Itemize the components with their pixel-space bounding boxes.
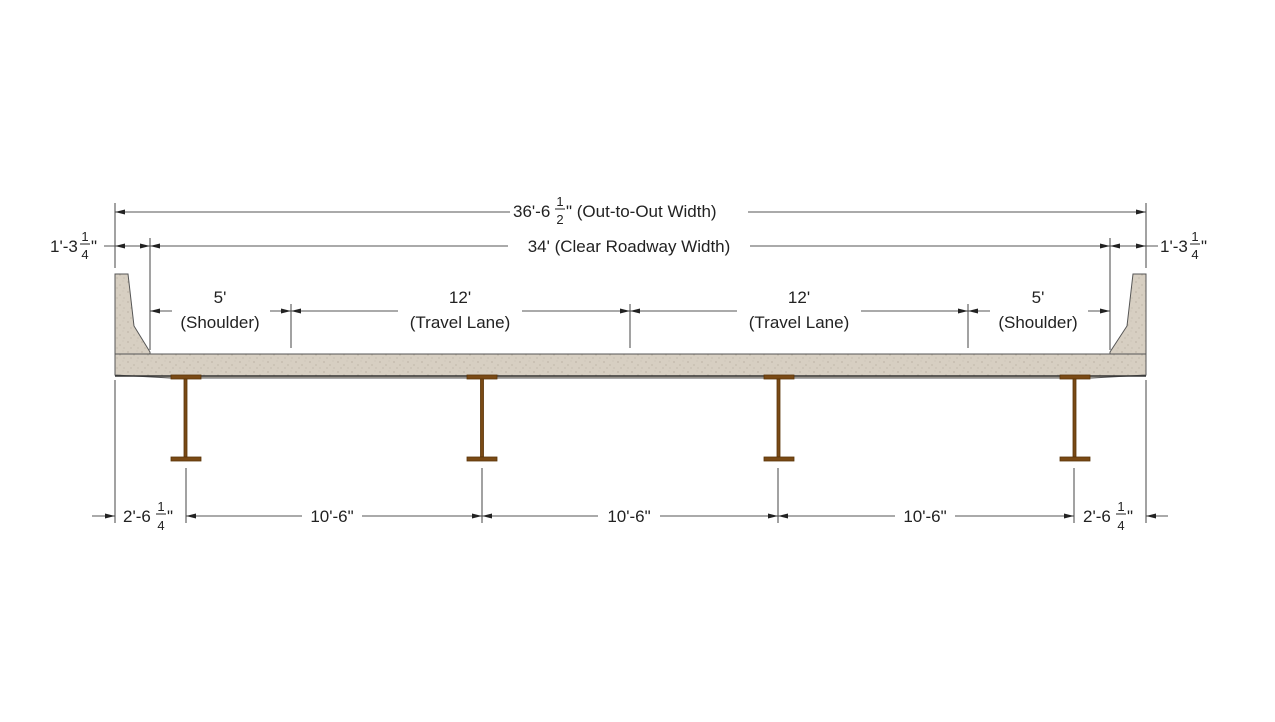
lane-travel-1: 12' (Travel Lane) (291, 288, 630, 332)
left-barrier-width-label: 1'-3 1 4 " (50, 229, 97, 262)
steel-girders (170, 374, 1091, 462)
lane-width: 12' (788, 288, 810, 307)
svg-text:4: 4 (1117, 518, 1124, 533)
out-to-out-suffix: " (Out-to-Out Width) (566, 202, 717, 221)
svg-text:4: 4 (157, 518, 164, 533)
lane-name: (Shoulder) (180, 313, 259, 332)
girder-2 (466, 374, 498, 462)
svg-text:2'-6: 2'-6 (1083, 507, 1111, 526)
svg-text:4: 4 (81, 247, 88, 262)
svg-text:2'-6: 2'-6 (123, 507, 151, 526)
svg-text:1: 1 (81, 229, 88, 244)
lane-right-shoulder: 5' (Shoulder) (968, 288, 1110, 332)
clear-roadway-width-label: 34' (Clear Roadway Width) (528, 237, 731, 256)
spacing-label: 10'-6" (607, 507, 650, 526)
left-overhang-label: 2'-6 1 4 " (123, 499, 173, 533)
right-overhang-label: 2'-6 1 4 " (1083, 499, 1133, 533)
clear-roadway-dimension: 34' (Clear Roadway Width) 1'-3 1 4 " 1'-… (50, 229, 1207, 262)
lane-name: (Travel Lane) (410, 313, 510, 332)
lane-left-shoulder: 5' (Shoulder) (150, 288, 291, 332)
out-to-out-width-label: 36'-6 (513, 202, 550, 221)
svg-text:": " (91, 237, 97, 256)
girder-3 (763, 374, 795, 462)
svg-text:1'-3: 1'-3 (50, 237, 78, 256)
svg-text:": " (1127, 507, 1133, 526)
lane-name: (Shoulder) (998, 313, 1077, 332)
svg-text:": " (1201, 237, 1207, 256)
right-barrier (1109, 273, 1147, 355)
spacing-label: 10'-6" (310, 507, 353, 526)
girder-1 (170, 374, 202, 462)
lane-dimensions: 5' (Shoulder) 12' (Travel Lane) 12' (Tra… (150, 288, 1110, 332)
girder-spacing-1: 10'-6" (186, 507, 482, 526)
lane-travel-2: 12' (Travel Lane) (630, 288, 968, 332)
fraction-numerator: 1 (556, 194, 563, 209)
right-barrier-width-label: 1'-3 1 4 " (1160, 229, 1207, 262)
svg-text:": " (167, 507, 173, 526)
left-barrier (114, 273, 151, 355)
lane-width: 5' (1032, 288, 1045, 307)
out-to-out-dimension: 36'-6 1 2 " (Out-to-Out Width) (115, 194, 1146, 227)
deck-slab (114, 353, 1147, 379)
svg-text:1: 1 (1191, 229, 1198, 244)
lane-width: 5' (214, 288, 227, 307)
girder-4 (1059, 374, 1091, 462)
girder-spacing-2: 10'-6" (482, 507, 778, 526)
svg-text:1'-3: 1'-3 (1160, 237, 1188, 256)
girder-spacing-3: 10'-6" (778, 507, 1074, 526)
svg-text:1: 1 (1117, 499, 1124, 514)
lane-width: 12' (449, 288, 471, 307)
fraction-denominator: 2 (556, 212, 563, 227)
svg-text:4: 4 (1191, 247, 1198, 262)
spacing-label: 10'-6" (903, 507, 946, 526)
lane-name: (Travel Lane) (749, 313, 849, 332)
svg-text:1: 1 (157, 499, 164, 514)
girder-spacing-dimensions: 2'-6 1 4 " 10'-6" 10'-6" 10'-6" 2'-6 1 (92, 499, 1168, 533)
